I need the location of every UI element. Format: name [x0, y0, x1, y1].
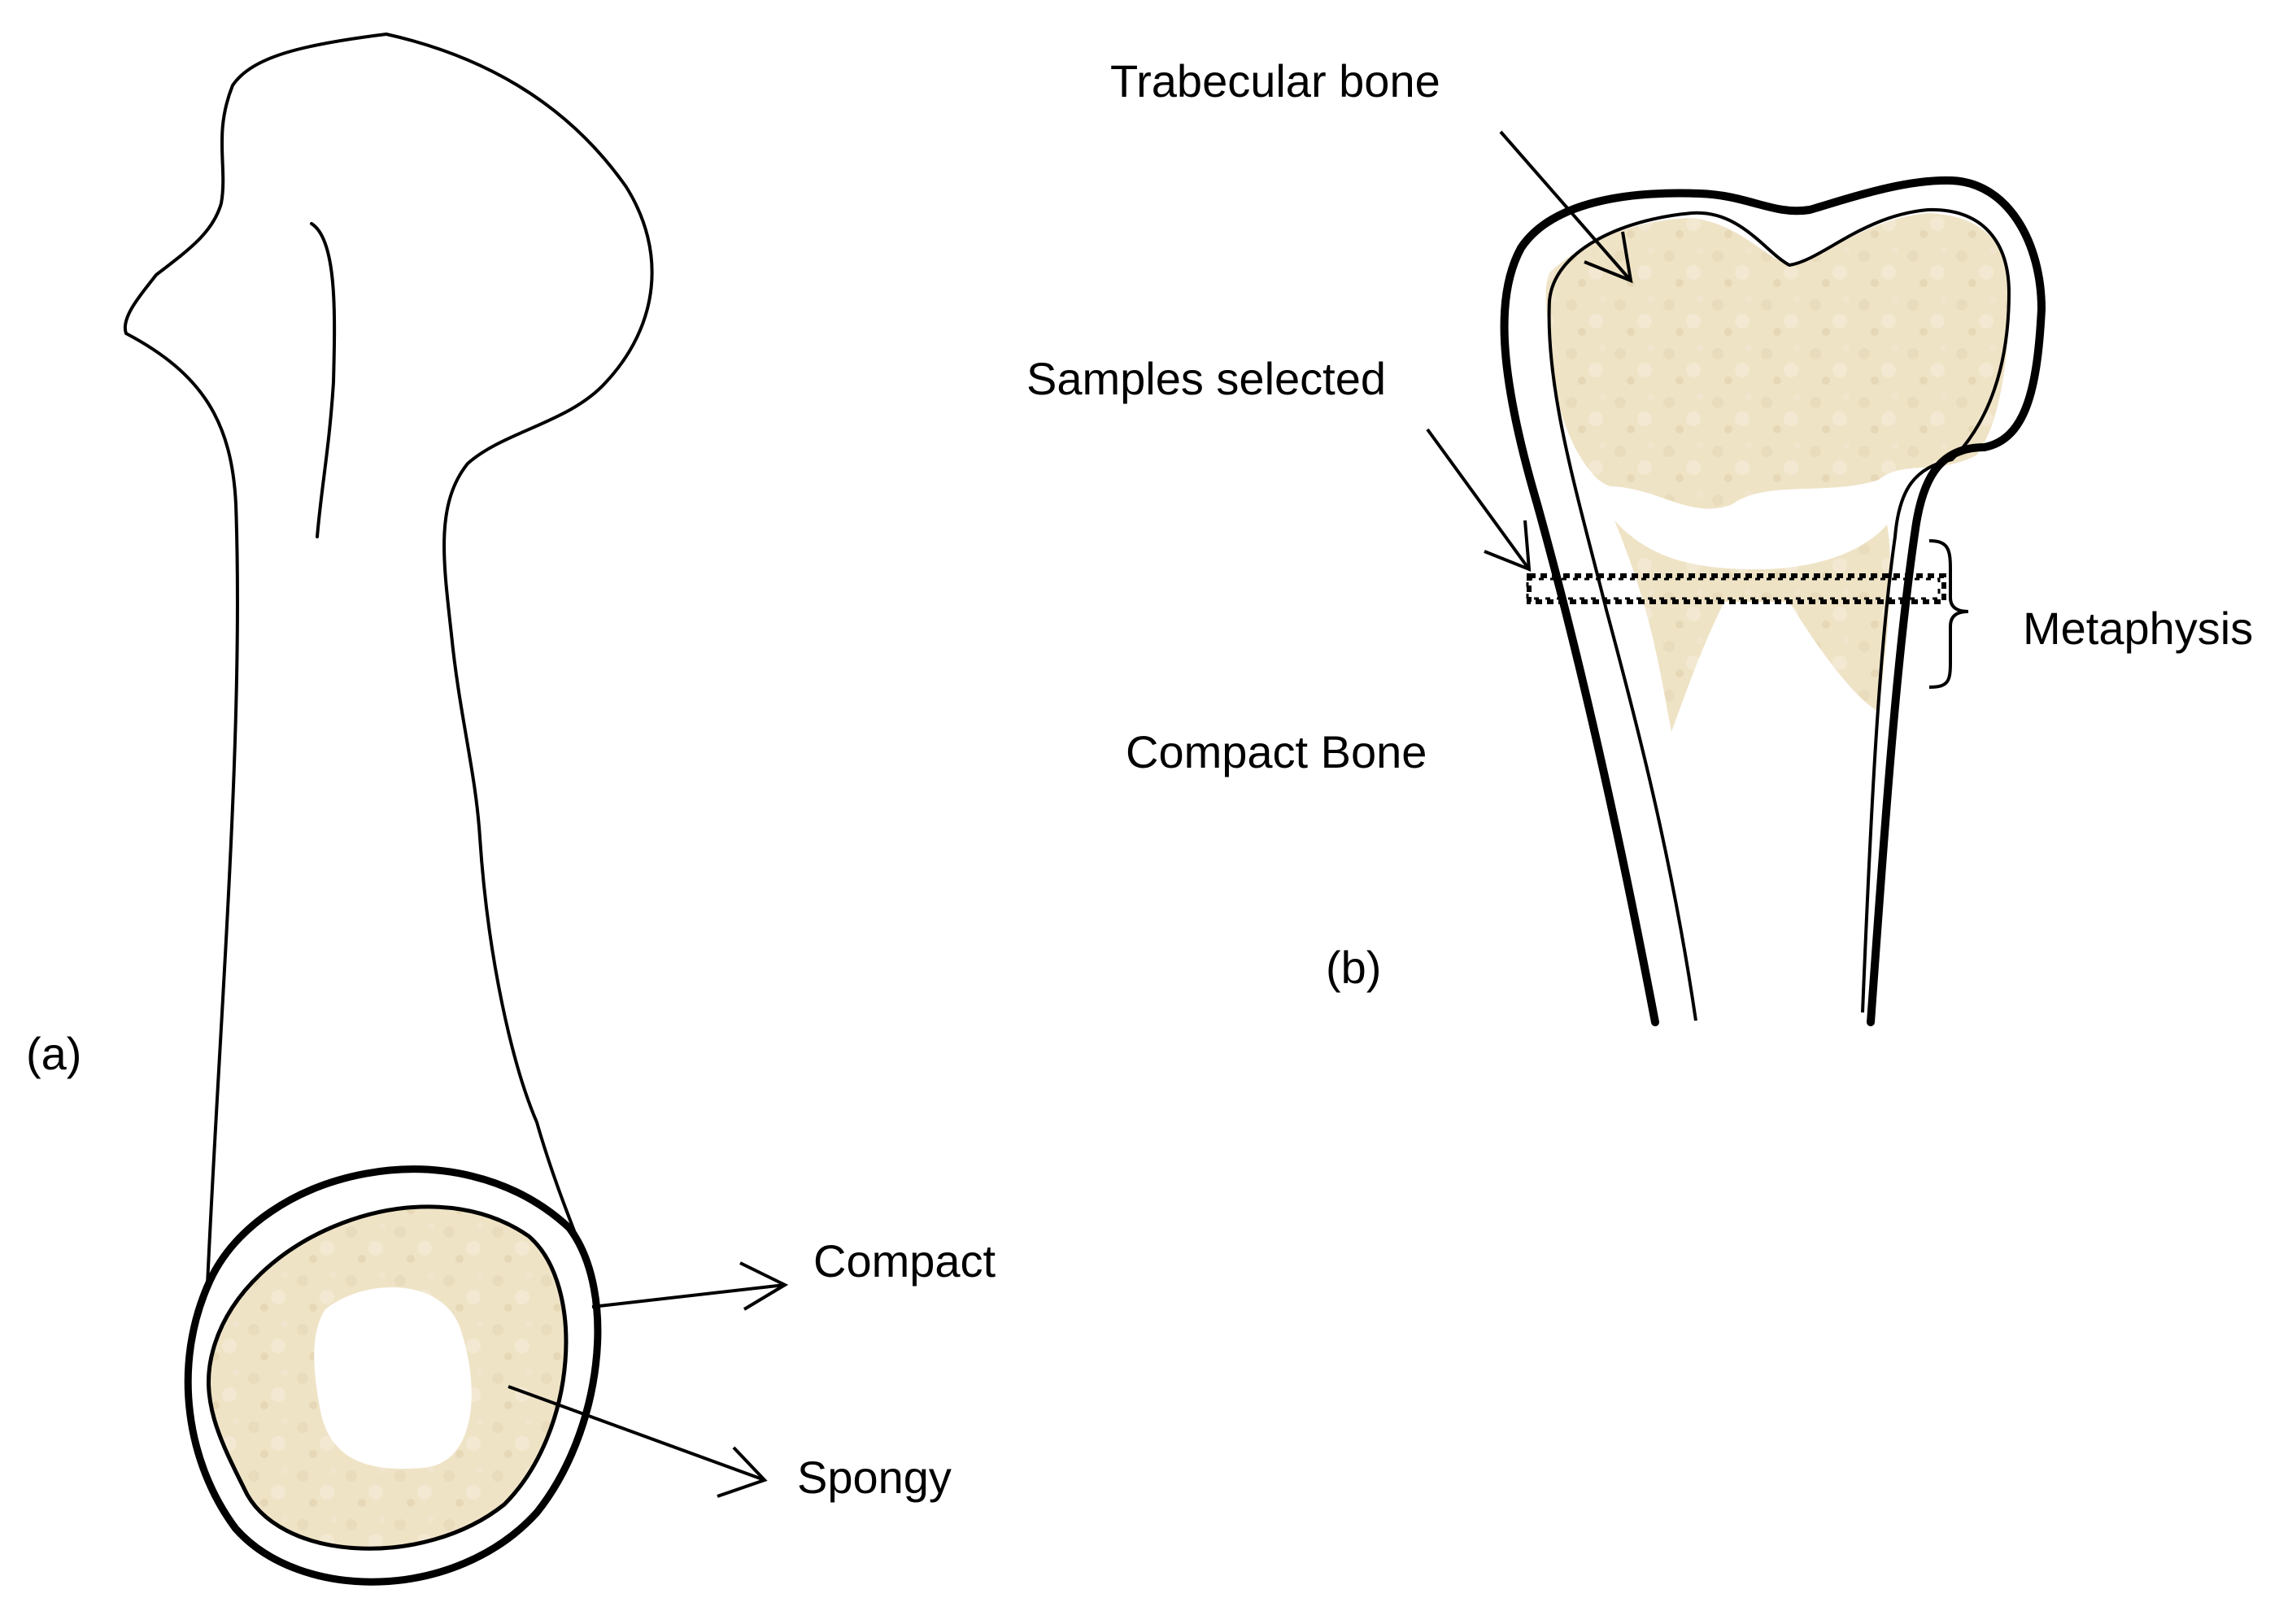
- spongy-arrow: [508, 1385, 768, 1498]
- metaphysis-bracket: [1928, 539, 1969, 689]
- spongy-label: Spongy: [797, 1452, 952, 1503]
- epiphysis-trabecular: [1545, 213, 2009, 509]
- compact-arrow: [591, 1261, 789, 1311]
- samples-arrow: [1426, 428, 1532, 573]
- periosteal-outline: [1500, 176, 2046, 1026]
- samples-selected-label: Samples selected: [1026, 353, 1387, 404]
- metaphysis-label: Metaphysis: [2023, 603, 2254, 654]
- sample-region-1: [1527, 573, 1946, 604]
- endosteal-line: [1547, 207, 2011, 1021]
- panel-a-label: (a): [26, 1028, 82, 1079]
- metaphysis-trabecular: [1614, 520, 1891, 732]
- humerus-outline: [123, 32, 654, 1287]
- trabecular-arrow: [1499, 130, 1633, 284]
- panel-b-tibia: [1426, 130, 2046, 1026]
- trabecular-bone-label: Trabecular bone: [1110, 55, 1440, 107]
- sample-region-2: [1526, 577, 1941, 600]
- humerus-ridge: [310, 222, 337, 538]
- panel-a-humerus: [123, 32, 789, 1586]
- cross-section-medullary-cavity: [314, 1287, 472, 1469]
- compact-bone-label: Compact Bone: [1126, 726, 1427, 777]
- compact-label: Compact: [813, 1235, 996, 1287]
- panel-b-label: (b): [1326, 942, 1382, 993]
